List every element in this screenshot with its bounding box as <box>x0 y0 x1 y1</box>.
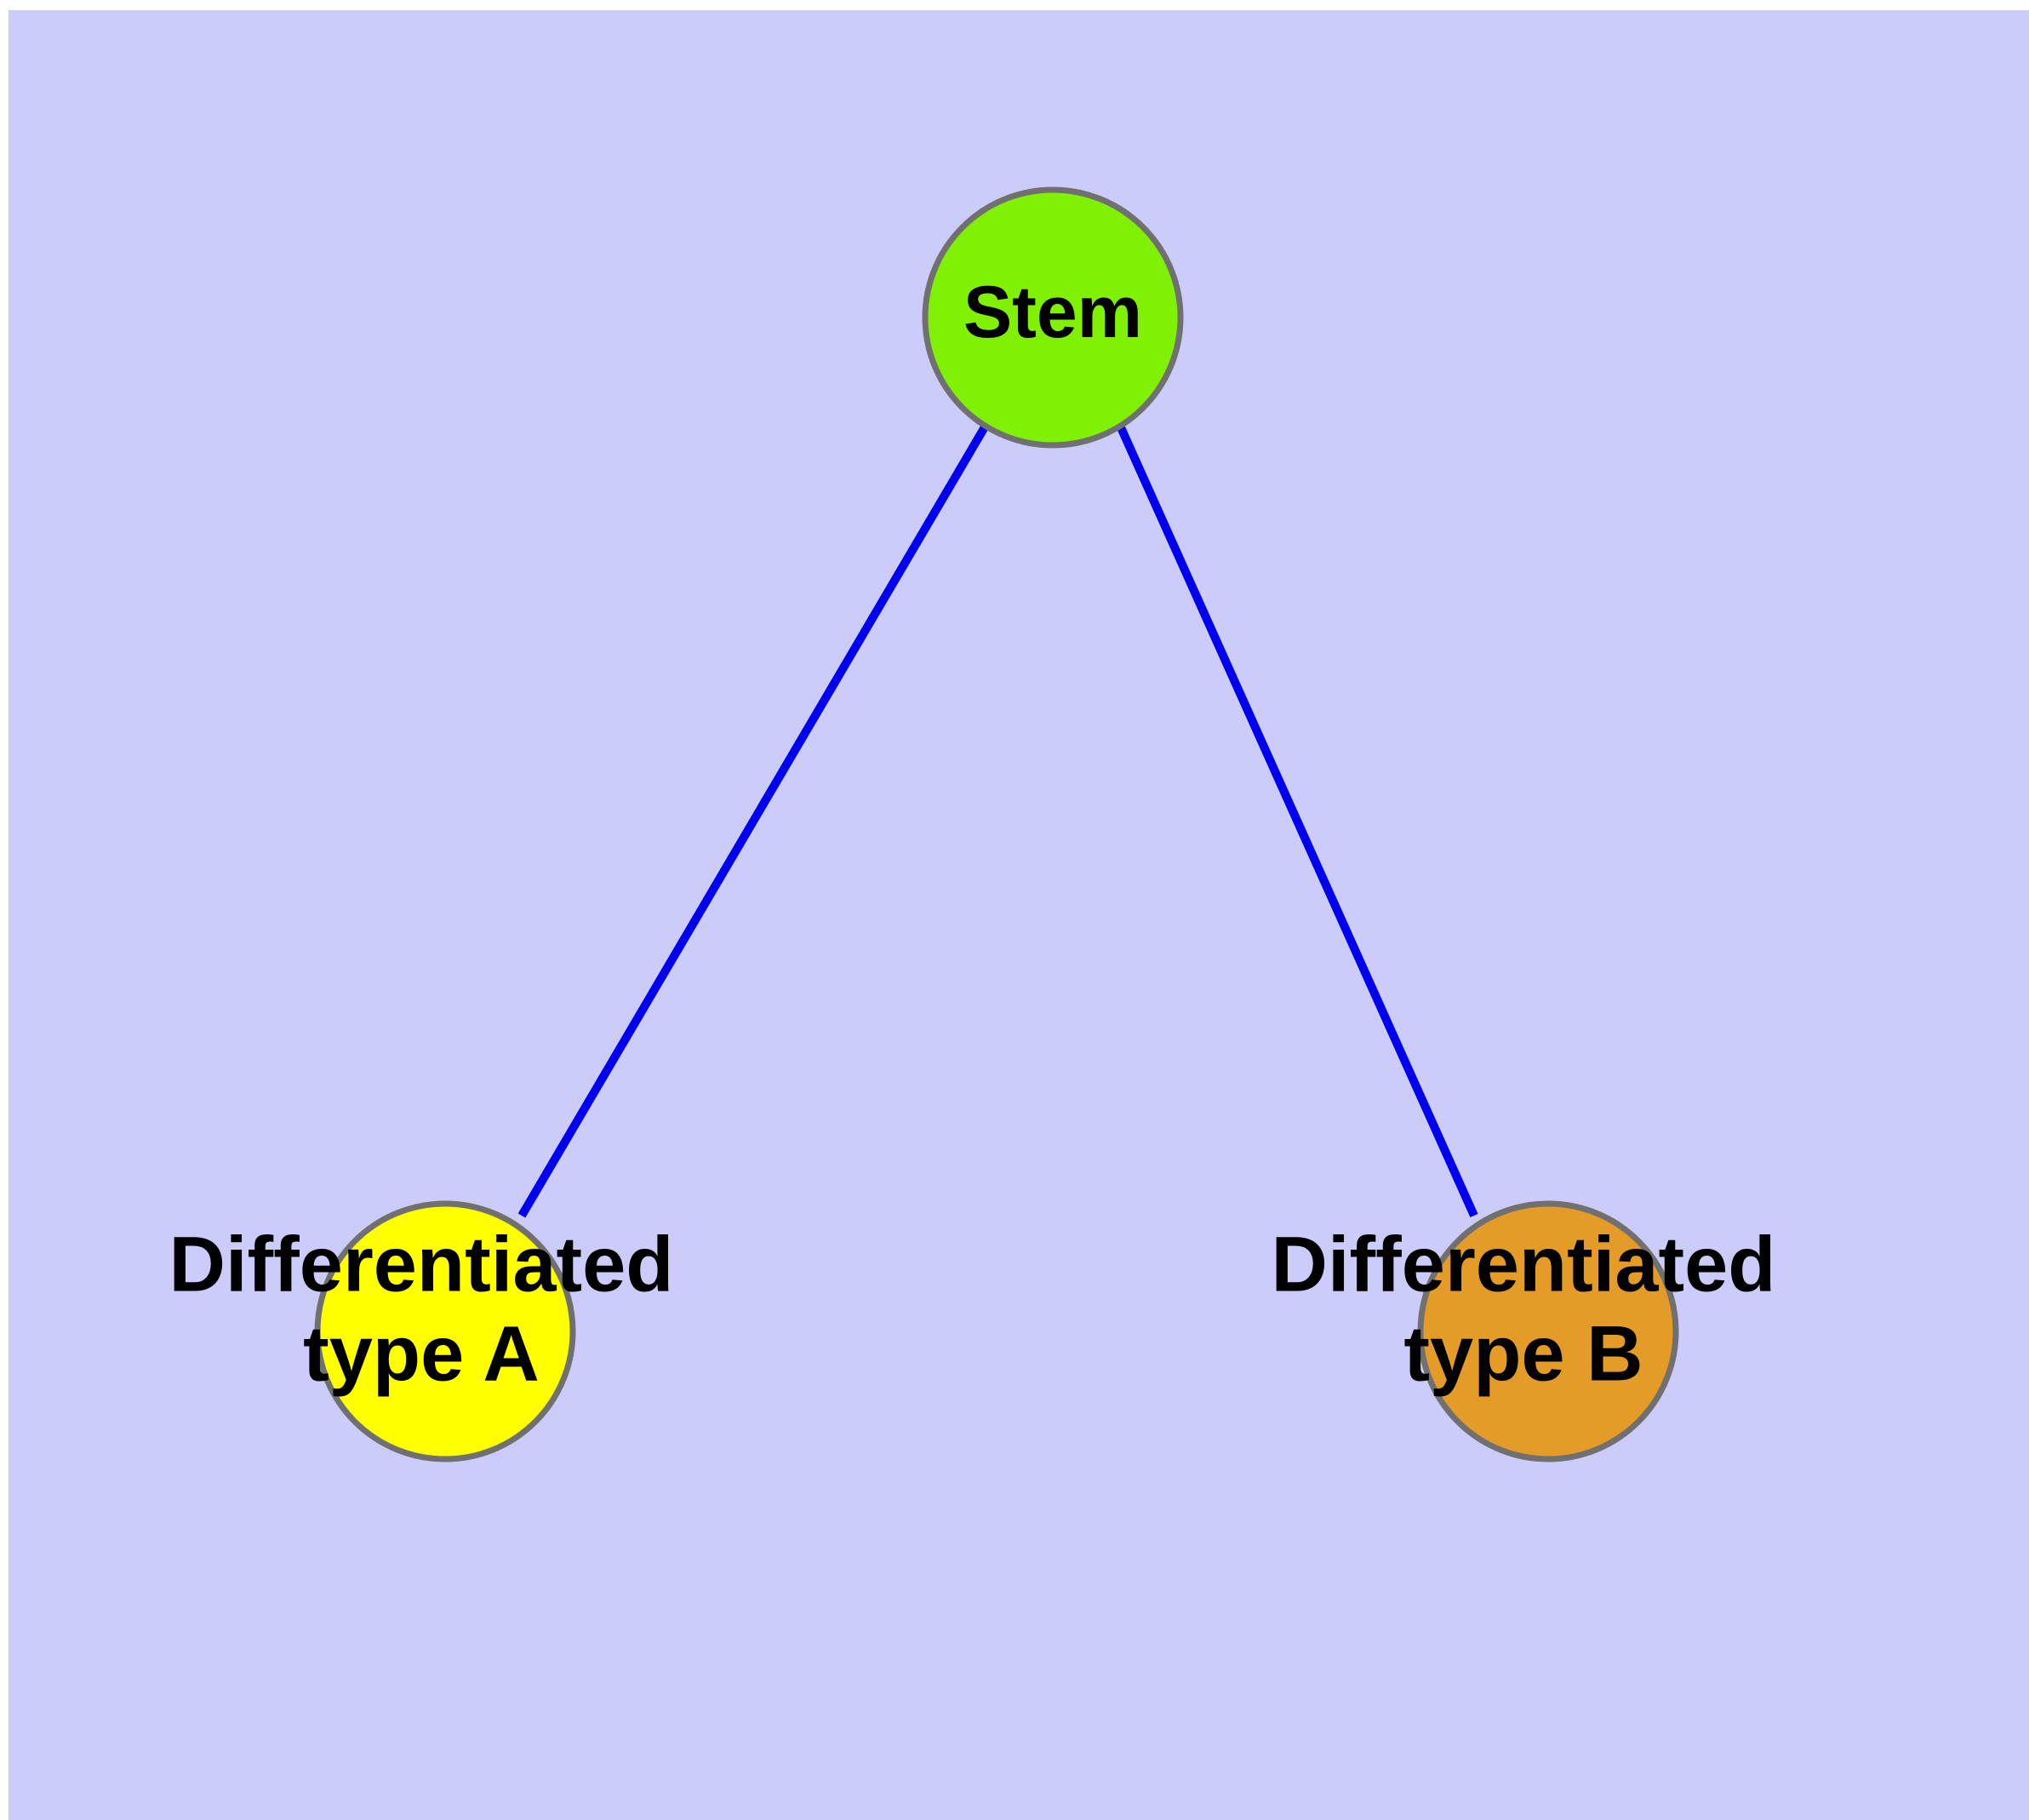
node-label-line: Differentiated <box>169 1222 674 1308</box>
edge-stem-to-differentiated-type-a <box>517 423 990 1218</box>
node-stem-label: Stem <box>963 272 1142 353</box>
node-label-line: type A <box>303 1311 540 1398</box>
node-label-line: Differentiated <box>1272 1222 1776 1308</box>
node-stem-circle[interactable] <box>922 186 1184 449</box>
node-layer <box>314 186 1679 1462</box>
node-differentiated-type-b-circle[interactable] <box>1417 1200 1679 1462</box>
edge-layer <box>517 423 1478 1218</box>
node-label-line: Stem <box>963 272 1142 353</box>
node-differentiated-type-a-circle[interactable] <box>314 1200 576 1462</box>
node-label-line: type B <box>1403 1311 1643 1398</box>
edge-stem-to-differentiated-type-b <box>1116 423 1478 1218</box>
